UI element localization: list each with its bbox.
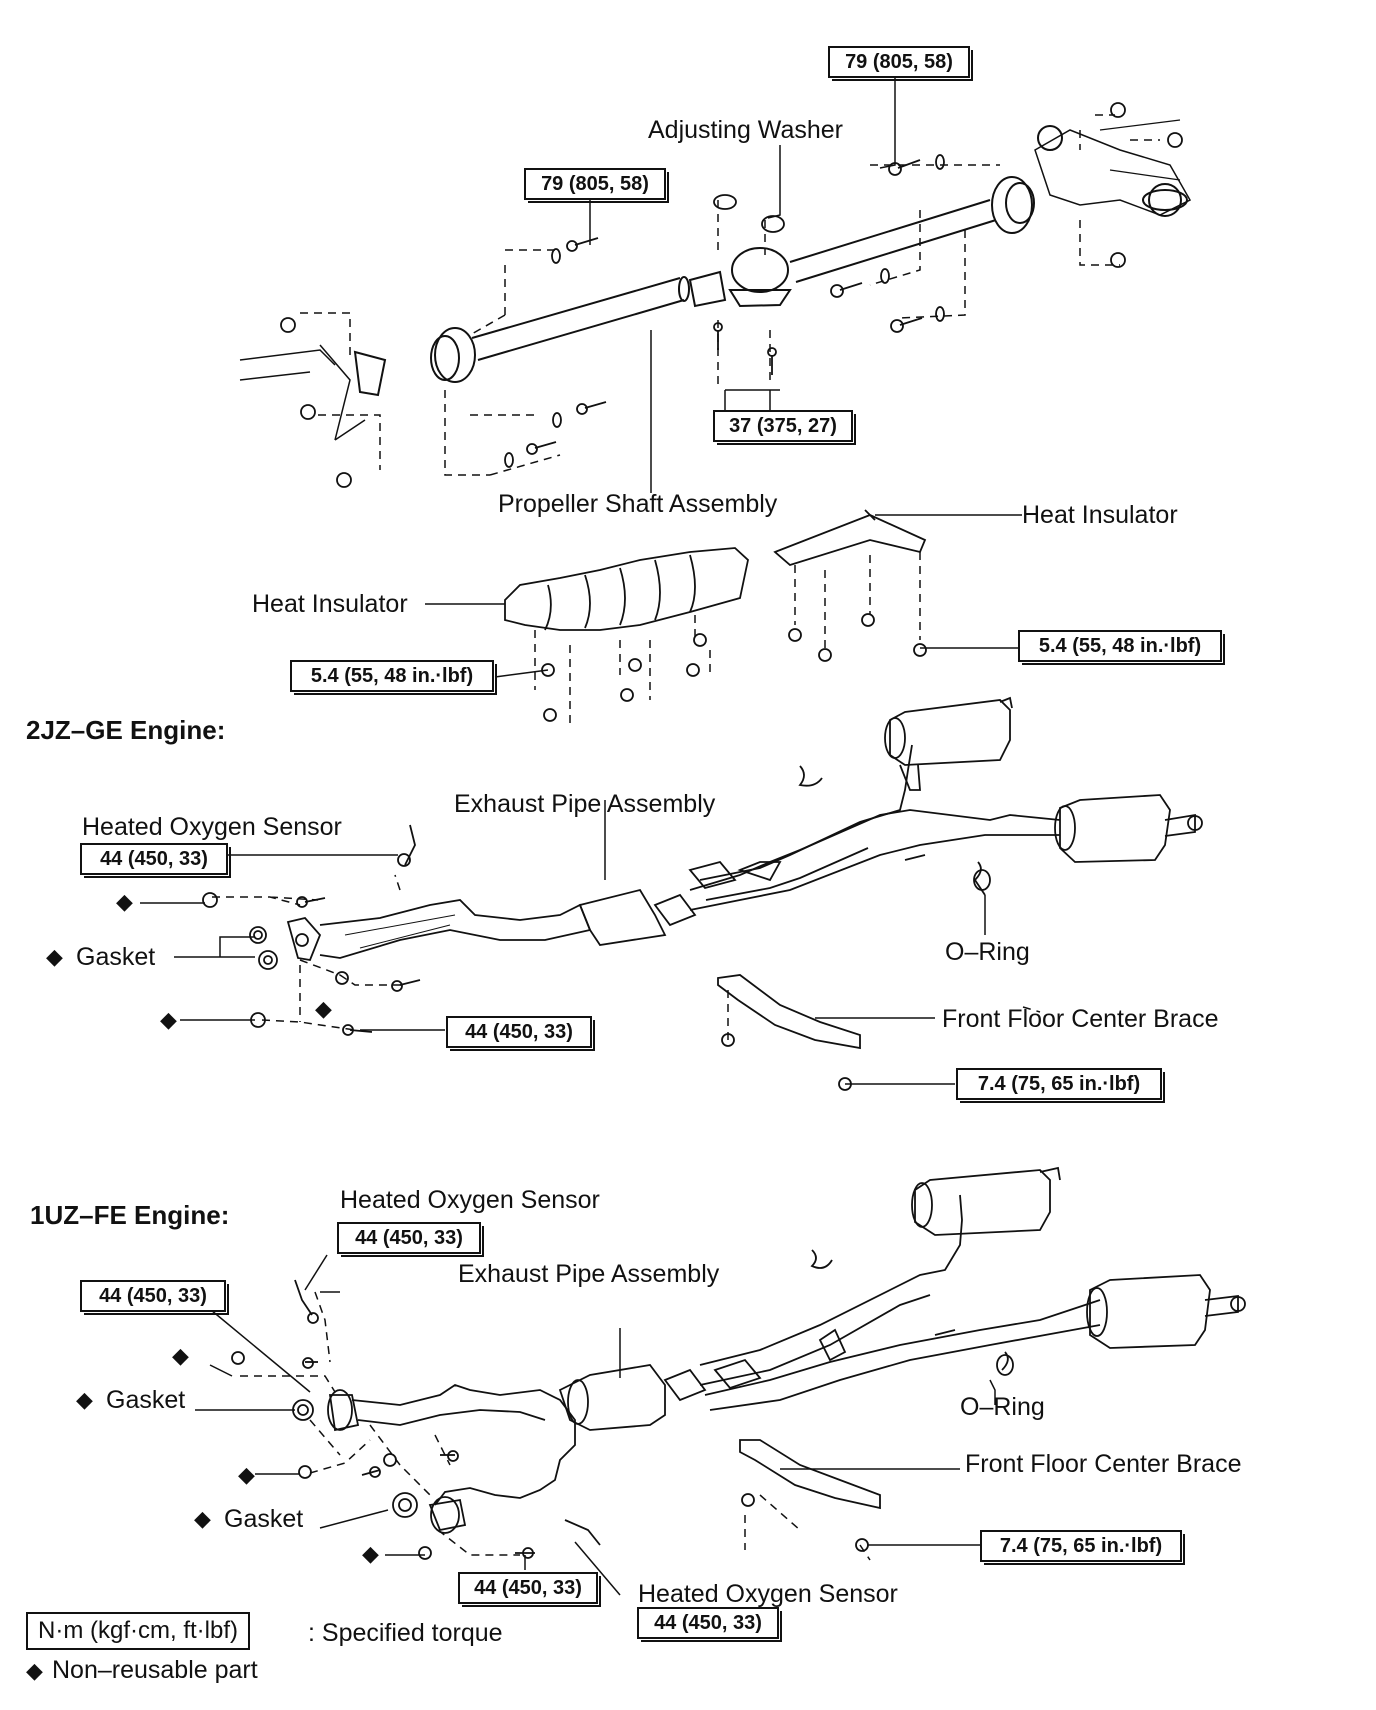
torque-5-4-right: 5.4 (55, 48 in.·lbf) xyxy=(1018,630,1225,665)
label-gasket-2jz: Gasket xyxy=(76,943,156,971)
label-heated-o2-1uz-top: Heated Oxygen Sensor xyxy=(340,1186,600,1214)
label-exhaust-pipe-1uz: Exhaust Pipe Assembly xyxy=(458,1260,720,1288)
exhaust-2jz-drawing xyxy=(286,696,1203,962)
diamond-marker: ◆ xyxy=(172,1343,189,1368)
diamond-marker: ◆ xyxy=(160,1007,177,1032)
torque-44-1uz-sensor-top: 44 (450, 33) xyxy=(337,1222,484,1257)
fastener-dash-lines xyxy=(300,114,1160,476)
label-heat-insulator-left: Heat Insulator xyxy=(252,590,408,618)
torque-44-1uz-left: 44 (450, 33) xyxy=(80,1280,229,1315)
diamond-marker: ◆ xyxy=(26,1658,43,1683)
legend-unit-box: N·m (kgf·cm, ft·lbf) xyxy=(26,1612,250,1650)
section-1uz-fe: 1UZ–FE Engine: xyxy=(30,1200,230,1230)
label-brace-1uz: Front Floor Center Brace xyxy=(965,1450,1242,1478)
diamond-marker: ◆ xyxy=(238,1462,255,1487)
diamond-marker: ◆ xyxy=(362,1541,379,1566)
propeller-fasteners xyxy=(280,102,1183,488)
heat-insulators-drawing xyxy=(504,509,927,631)
label-heated-o2-2jz: Heated Oxygen Sensor xyxy=(82,813,342,841)
section-2jz-ge: 2JZ–GE Engine: xyxy=(26,715,226,745)
torque-44-1uz-sensor-bottom: 44 (450, 33) xyxy=(637,1607,782,1642)
torque-44-2jz-sensor: 44 (450, 33) xyxy=(80,843,231,878)
diamond-marker: ◆ xyxy=(46,944,63,969)
label-o-ring-1uz: O–Ring xyxy=(960,1393,1045,1421)
torque-7-4-1uz: 7.4 (75, 65 in.·lbf) xyxy=(980,1530,1185,1565)
legend-nonreusable: Non–reusable part xyxy=(52,1656,258,1684)
label-heated-o2-1uz-bottom: Heated Oxygen Sensor xyxy=(638,1580,898,1608)
legend-unit-desc: : Specified torque xyxy=(308,1619,503,1647)
label-heat-insulator-right: Heat Insulator xyxy=(1022,501,1178,529)
label-propeller-shaft: Propeller Shaft Assembly xyxy=(498,490,778,518)
label-exhaust-pipe-2jz: Exhaust Pipe Assembly xyxy=(454,790,716,818)
torque-37: 37 (375, 27) xyxy=(713,410,856,445)
exhaust-1uz-drawing xyxy=(327,1166,1246,1534)
diamond-marker: ◆ xyxy=(315,996,332,1021)
label-gasket-1uz-b: Gasket xyxy=(224,1505,304,1533)
label-brace-2jz: Front Floor Center Brace xyxy=(942,1005,1219,1033)
torque-7-4-2jz: 7.4 (75, 65 in.·lbf) xyxy=(956,1068,1165,1103)
label-adjusting-washer: Adjusting Washer xyxy=(648,116,843,144)
label-gasket-1uz-a: Gasket xyxy=(106,1386,186,1414)
propeller-shaft-drawing xyxy=(239,119,1192,441)
torque-44-2jz-flange: 44 (450, 33) xyxy=(446,1016,595,1051)
label-o-ring-2jz: O–Ring xyxy=(945,938,1030,966)
diamond-marker: ◆ xyxy=(76,1387,93,1412)
torque-79-top: 79 (805, 58) xyxy=(828,46,973,81)
torque-79-mid: 79 (805, 58) xyxy=(524,168,669,203)
diamond-marker: ◆ xyxy=(194,1506,211,1531)
diamond-marker: ◆ xyxy=(116,889,133,914)
torque-5-4-left: 5.4 (55, 48 in.·lbf) xyxy=(290,660,497,695)
torque-44-1uz-flange: 44 (450, 33) xyxy=(458,1572,601,1607)
